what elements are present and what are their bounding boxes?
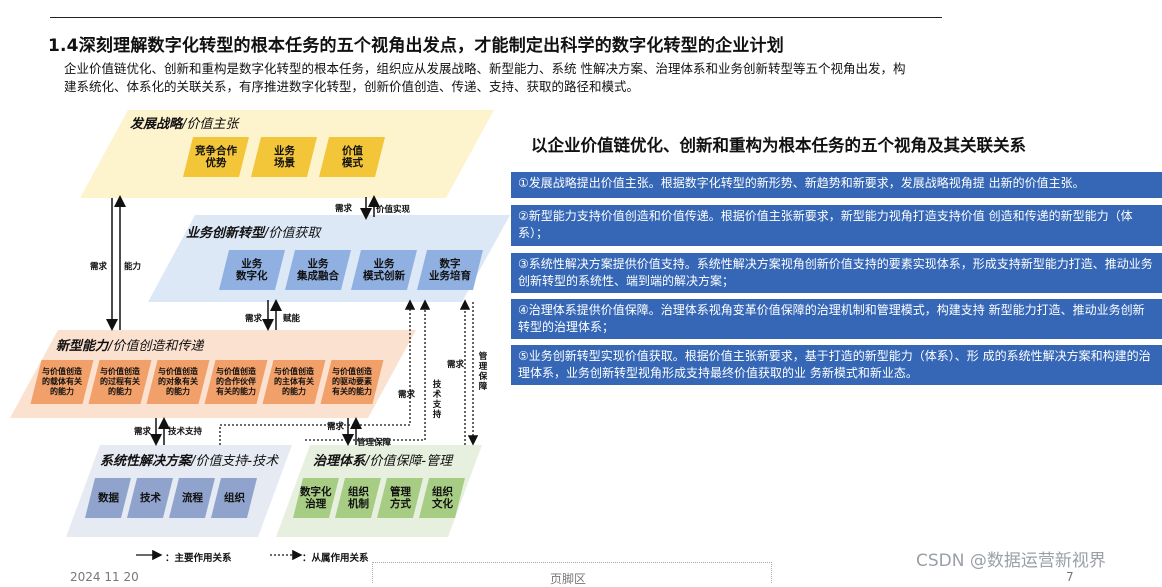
footer-center: 页脚区 <box>550 572 587 586</box>
right-panel-title: 以企业价值链优化、创新和重构为根本任务的五个视角及其关联关系 <box>531 136 1026 155</box>
capability-title-bold: 新型能力 <box>56 339 109 354</box>
business-chip: 业务数字化 <box>219 250 285 290</box>
label-demand-5: 需求 <box>327 422 345 432</box>
capability-chip: 与价值创造的过程有关的能力 <box>88 360 152 404</box>
intro-paragraph: 企业价值链优化、创新和重构是数字化转型的根本任务，组织应从发展战略、新型能力、系… <box>64 60 1074 96</box>
strategy-chip: 价值模式 <box>319 137 385 177</box>
legend-main: ：主要作用关系 <box>165 553 232 564</box>
business-chip: 数字业务培育 <box>417 250 483 290</box>
business-title: 业务创新转型/价值获取 <box>186 222 320 241</box>
perspective-box-3: ③系统性解决方案提供价值支持。系统性解决方案视角创新价值支持的要素实现体系，形成… <box>511 253 1162 293</box>
label-demand-1: 需求 <box>335 204 353 214</box>
label-mgmt-guarantee: 管理保障 <box>357 438 392 448</box>
capability-chip: 与价值创造的合作伙伴有关的能力 <box>204 360 268 404</box>
strategy-title-rest: /价值主张 <box>182 117 239 132</box>
label-value-realize: 价值实现 <box>376 205 411 215</box>
perspective-box-1: ①发展战略提出价值主张。根据数字化转型的新形势、新趋势和新要求，发展战略视角提 … <box>511 172 1162 198</box>
strategy-chip: 竞争合作优势 <box>183 137 249 177</box>
capability-chip: 与价值创造的载体有关的能力 <box>30 360 94 404</box>
label-demand-4: 需求 <box>134 427 152 437</box>
legend-sub: ：从属作用关系 <box>302 553 369 564</box>
intro-line-2: 建系统化、体系化的关联关系，有序推进数字化转型，创新价值创造、传递、支持、获取的… <box>64 79 640 94</box>
perspective-box-4: ④治理体系提供价值保障。治理体系视角变革价值保障的治理机制和管理模式，构建支持 … <box>511 299 1162 339</box>
governance-title-rest: /价值保障-管理 <box>365 454 453 469</box>
solution-title-bold: 系统性解决方案 <box>100 454 192 469</box>
perspective-box-5: ⑤业务创新转型实现价值获取。根据价值主张新要求，基于打造的新型能力（体系）、形 … <box>511 345 1162 385</box>
capability-chip: 与价值创造的主体有关的能力 <box>262 360 326 404</box>
governance-title-bold: 治理体系 <box>313 454 366 469</box>
strategy-title: 发展战略/价值主张 <box>130 113 238 132</box>
intro-line-1: 企业价值链优化、创新和重构是数字化转型的根本任务，组织应从发展战略、新型能力、系… <box>64 61 906 76</box>
business-chip: 业务模式创新 <box>351 250 417 290</box>
strategy-title-bold: 发展战略 <box>130 117 183 132</box>
label-demand-3: 需求 <box>245 314 263 324</box>
solution-title-rest: /价值支持-技术 <box>191 454 279 469</box>
business-chip: 业务集成融合 <box>285 250 351 290</box>
solution-title: 系统性解决方案/价值支持-技术 <box>100 450 278 469</box>
watermark: CSDN @数据运营新视界 <box>916 551 1106 571</box>
top-rule <box>50 17 942 18</box>
label-demand-2: 需求 <box>90 262 108 272</box>
business-title-rest: /价值获取 <box>264 226 321 241</box>
label-demand-7: 需求 <box>447 360 465 370</box>
label-capability: 能力 <box>124 262 142 272</box>
perspective-box-2: ②新型能力支持价值创造和价值传递。根据价值主张新要求，新型能力视角打造支持价值 … <box>511 205 1162 246</box>
capability-chip: 与价值创造的驱动要素有关的能力 <box>320 360 384 404</box>
footer-page: 7 <box>1066 570 1074 584</box>
footer-area <box>372 562 772 583</box>
label-enable: 赋能 <box>283 314 301 324</box>
business-title-bold: 业务创新转型 <box>186 226 265 241</box>
capability-title: 新型能力/价值创造和传递 <box>56 335 203 354</box>
governance-title: 治理体系/价值保障-管理 <box>313 450 452 469</box>
label-tech-support-vertical: 技术支持 <box>432 380 442 420</box>
strategy-chip: 业务场景 <box>251 137 317 177</box>
label-demand-6: 需求 <box>398 390 416 400</box>
capability-title-rest: /价值创造和传递 <box>108 339 204 354</box>
capability-chip: 与价值创造的对象有关的能力 <box>146 360 210 404</box>
footer-date: 2024 11 20 <box>70 570 139 584</box>
label-mgmt-guarantee-vertical: 管理保障 <box>478 352 488 392</box>
page-title: 1.4深刻理解数字化转型的根本任务的五个视角出发点，才能制定出科学的数字化转型的… <box>48 36 784 56</box>
five-perspectives-diagram: 发展战略/价值主张 竞争合作优势业务场景价值模式 业务创新转型/价值获取 业务数… <box>0 0 510 578</box>
label-tech-support: 技术支持 <box>168 427 203 437</box>
